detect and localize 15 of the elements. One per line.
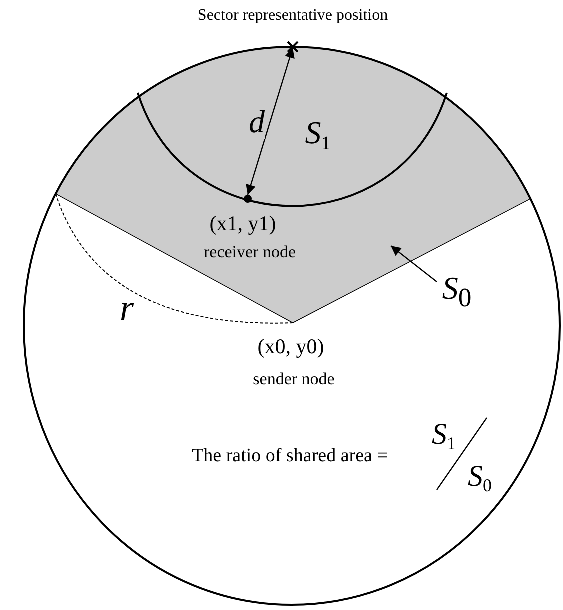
area-symbol: S$_{0}$ bbox=[437, 272, 477, 312]
area-symbol: S$_{0}$ bbox=[468, 460, 492, 496]
arrow bbox=[246, 48, 295, 196]
cross-mark bbox=[286, 40, 300, 54]
arrow bbox=[390, 246, 438, 282]
node-caption: sender node bbox=[253, 370, 335, 390]
receiver-point bbox=[244, 195, 252, 203]
coordinate-label: (x1, y1) bbox=[210, 212, 276, 236]
radius-symbol: r bbox=[120, 289, 134, 329]
coordinate-label: (x0, y0) bbox=[258, 335, 324, 359]
position-caption: Sector representative position bbox=[198, 7, 388, 25]
area-symbol: S$_{1}$ bbox=[432, 418, 456, 454]
area-symbol: S$_{1}$ bbox=[305, 116, 331, 154]
ratio-text: The ratio of shared area = bbox=[192, 446, 388, 468]
node-caption: receiver node bbox=[204, 244, 296, 262]
